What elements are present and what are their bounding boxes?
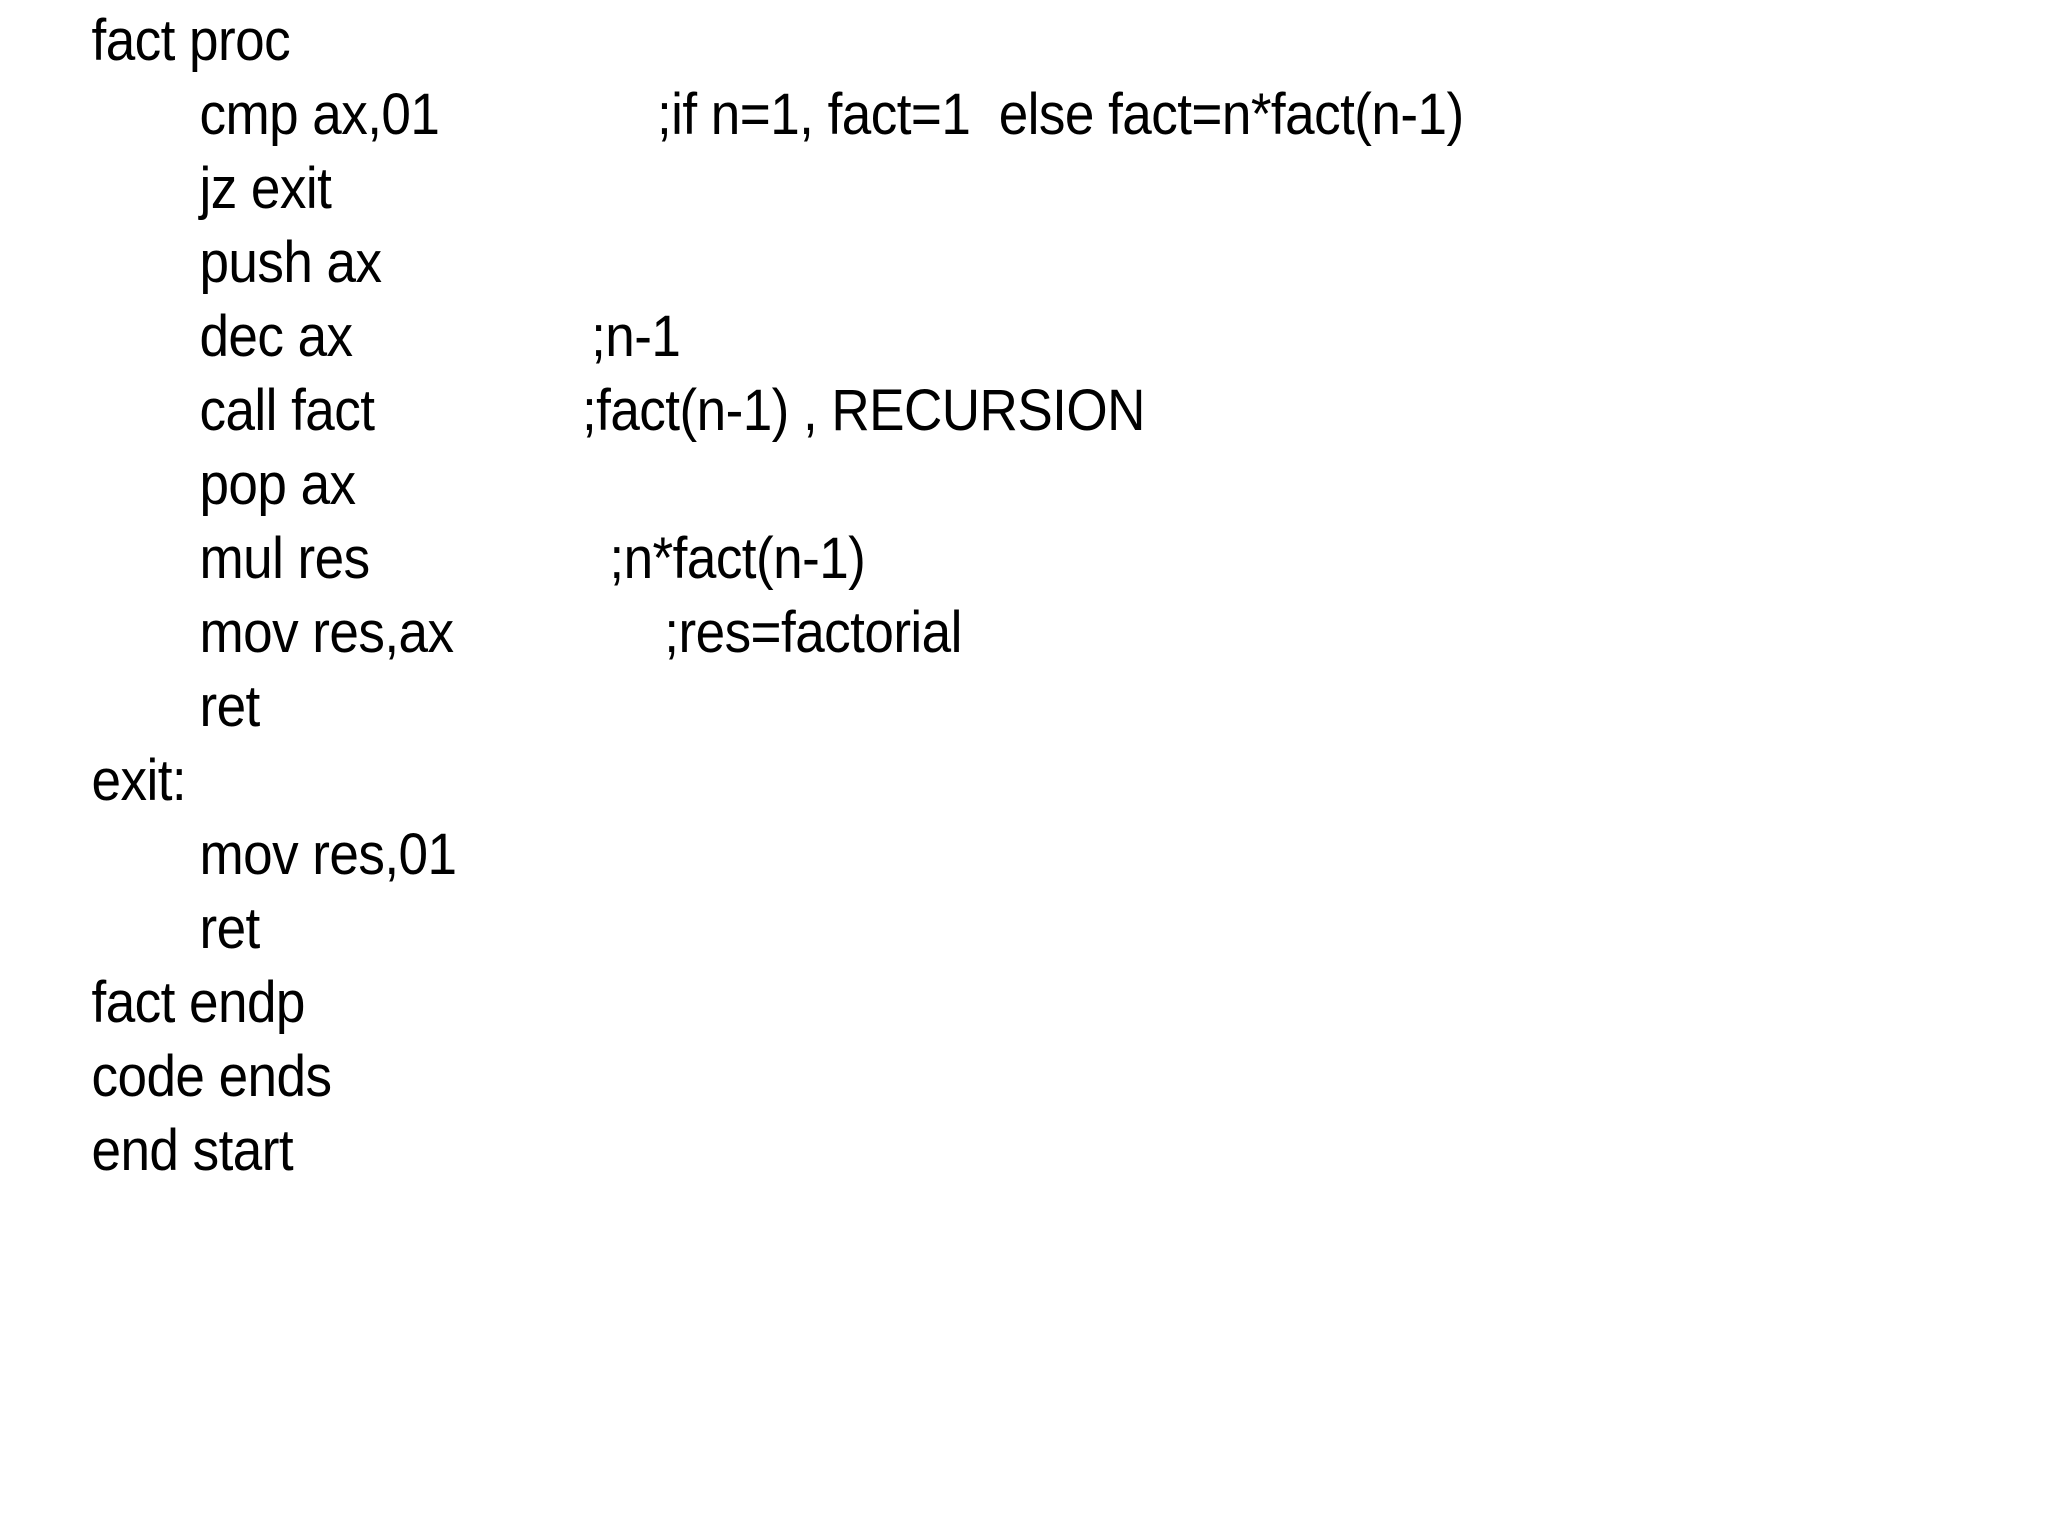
code-line: call fact ;fact(n-1) , RECURSION (0, 374, 1874, 448)
code-line-text: mul res (199, 526, 370, 591)
code-line-comment: ;res=factorial (664, 600, 962, 665)
code-line: code ends (0, 1040, 1874, 1114)
code-line: mov res,01 (0, 818, 1874, 892)
assembly-code-block[interactable]: fact proc cmp ax,01 ;if n=1, fact=1 else f… (0, 0, 2048, 1188)
code-line: jz exit (0, 152, 1874, 226)
code-line-text: dec ax (199, 304, 353, 369)
code-line: cmp ax,01 ;if n=1, fact=1 else fact=n*fac… (0, 78, 1874, 152)
code-line-text: pop ax (199, 452, 356, 517)
code-line: exit: (0, 744, 1874, 818)
code-line-text: mov res,01 (199, 822, 457, 887)
code-line-text: exit: (91, 748, 187, 813)
code-line-text: fact endp (91, 970, 306, 1035)
code-line-text: push ax (199, 230, 382, 295)
code-line-text: ret (199, 896, 260, 961)
code-line: end start (0, 1114, 1874, 1188)
code-line-text: cmp ax,01 (199, 82, 440, 147)
code-line: ret (0, 670, 1874, 744)
code-line: fact endp (0, 966, 1874, 1040)
code-line: mul res ;n*fact(n-1) (0, 522, 1874, 596)
code-line-text: fact proc (91, 8, 291, 73)
code-line: push ax (0, 226, 1874, 300)
code-line-text: mov res,ax (199, 600, 454, 665)
code-line-comment: ;if n=1, fact=1 else fact=n*fact(n-1) (656, 82, 1464, 147)
code-line-text: ret (199, 674, 260, 739)
code-line-text: code ends (91, 1044, 333, 1109)
code-line-text: call fact (199, 378, 375, 443)
code-line-text: jz exit (199, 156, 332, 221)
code-line-text: end start (91, 1118, 294, 1183)
code-line-comment: ;fact(n-1) , RECURSION (581, 378, 1145, 443)
code-line: fact proc (0, 4, 1874, 78)
code-line: ret (0, 892, 1874, 966)
code-line: pop ax (0, 448, 1874, 522)
code-line-comment: ;n-1 (591, 304, 681, 369)
code-line-comment: ;n*fact(n-1) (609, 526, 866, 591)
code-line: mov res,ax ;res=factorial (0, 596, 1874, 670)
code-line: dec ax ;n-1 (0, 300, 1874, 374)
